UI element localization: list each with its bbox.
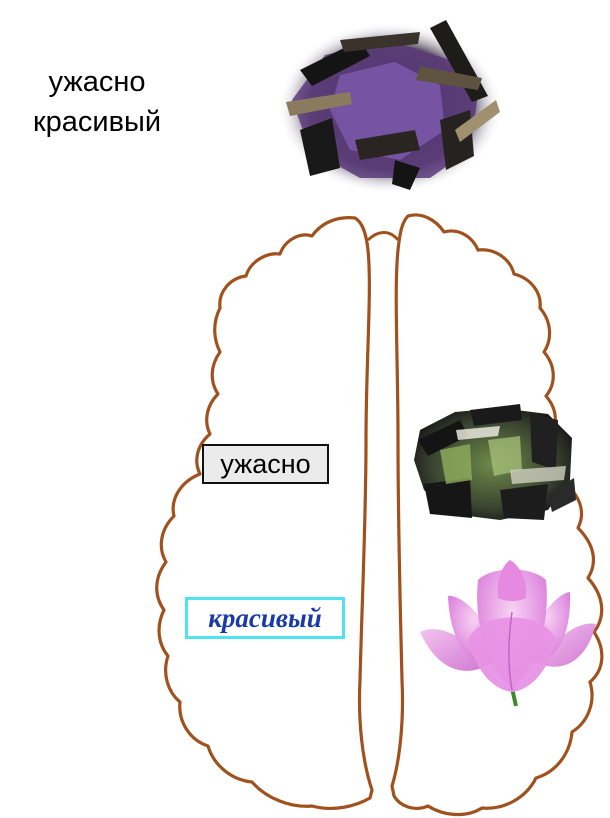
hemisphere-bridge (368, 233, 398, 241)
left-hemisphere-word: ужасно (220, 449, 310, 480)
top-distorted-image (278, 20, 502, 194)
green-image-shard-3 (530, 414, 558, 470)
right-hemisphere-word: красивый (208, 603, 322, 634)
green-image-shard-4 (424, 478, 472, 518)
left-hemisphere-word-box: ужасно (202, 444, 329, 484)
lotus-flower-image (420, 560, 596, 706)
left-hemisphere-outline (157, 218, 372, 809)
right-hemisphere-word-box: красивый (185, 597, 345, 639)
lotus-petal-tip (498, 560, 527, 601)
green-image-shard-5 (500, 484, 548, 520)
right-upper-distorted-image (414, 404, 576, 520)
lotus-petal-center-front (468, 618, 556, 693)
